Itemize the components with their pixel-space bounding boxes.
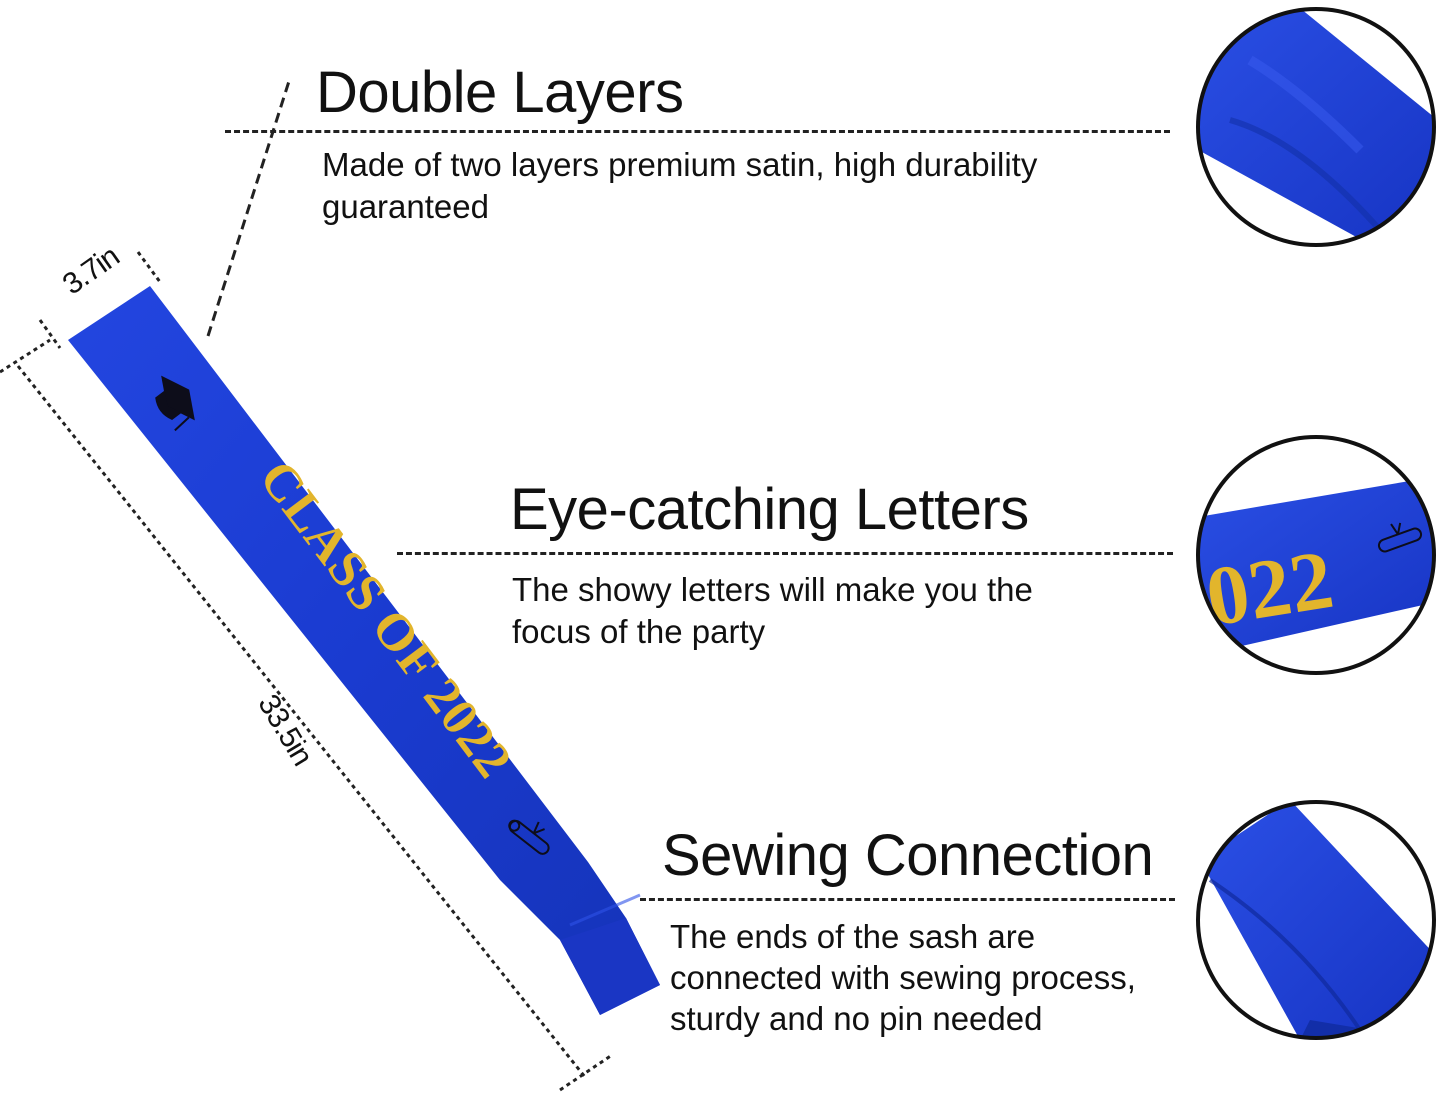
length-dimension-line <box>0 338 613 1092</box>
feature-title-double-layers: Double Layers <box>316 60 684 125</box>
width-dimension-line <box>38 251 162 349</box>
feature-title-sewing-connection: Sewing Connection <box>662 823 1154 888</box>
feature-divider-2 <box>397 552 1173 555</box>
desc-line: guaranteed <box>322 188 489 225</box>
desc-line: The showy letters will make you the <box>512 571 1033 608</box>
zoom-circle-double-layers <box>1196 7 1436 247</box>
desc-line: Made of two layers premium satin, high d… <box>322 146 1038 183</box>
feature-divider-3 <box>640 898 1175 901</box>
feature-desc-double-layers: Made of two layers premium satin, high d… <box>322 144 1037 228</box>
graduation-cap-icon <box>155 375 195 432</box>
diploma-scroll-icon <box>508 819 550 855</box>
feature-desc-sewing-connection: The ends of the sash are connected with … <box>670 916 1136 1039</box>
desc-line: focus of the party <box>512 613 766 650</box>
feature-desc-eye-catching-letters: The showy letters will make you the focu… <box>512 569 1033 653</box>
zoom-circle-letters: 022 <box>1196 435 1436 675</box>
desc-line: connected with sewing process, <box>670 959 1136 996</box>
feature-title-eye-catching-letters: Eye-catching Letters <box>510 477 1029 542</box>
desc-line: sturdy and no pin needed <box>670 1000 1043 1037</box>
leader-line <box>206 77 292 337</box>
desc-line: The ends of the sash are <box>670 918 1036 955</box>
zoom-circle-sewing <box>1196 800 1436 1040</box>
feature-divider-1 <box>225 130 1170 133</box>
